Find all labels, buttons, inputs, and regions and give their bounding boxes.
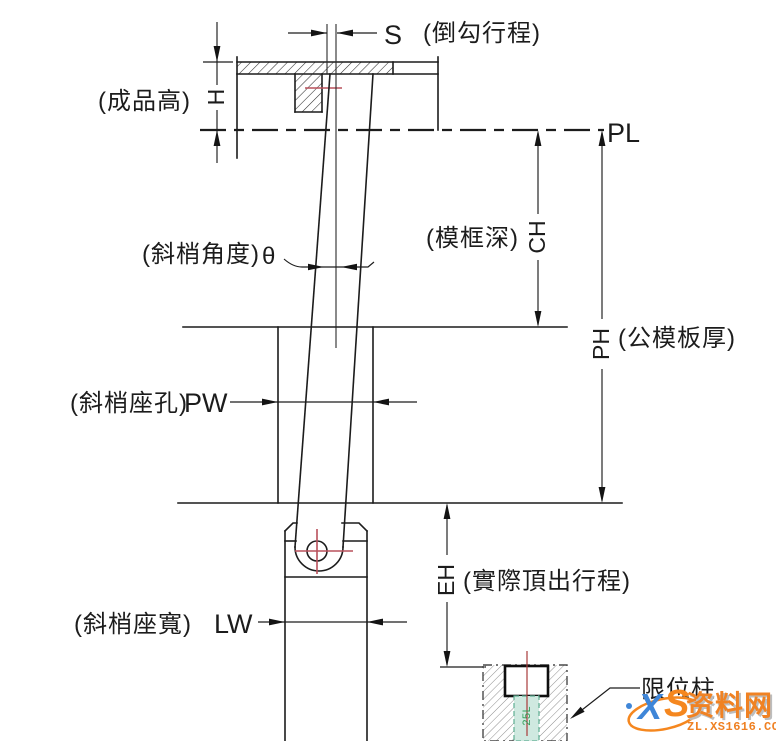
dimension-seat-width: (斜梢座寬) LW bbox=[74, 609, 407, 639]
dimension-product-height: H (成品高) bbox=[98, 22, 233, 163]
eject-stroke-symbol: EH bbox=[433, 564, 459, 596]
eject-stroke-label: (實際頂出行程) bbox=[463, 568, 631, 595]
undercut-stroke-symbol: S bbox=[384, 20, 402, 50]
lifter-seat-block bbox=[283, 522, 369, 741]
core-plate-label: (公模板厚) bbox=[618, 325, 736, 352]
dimension-eject-stroke: EH (實際頂出行程) bbox=[433, 503, 631, 668]
watermark-swoosh bbox=[626, 696, 703, 732]
watermark-logo-x: X bbox=[638, 686, 663, 727]
limit-post-detail: 25L bbox=[482, 651, 568, 741]
lifter-angle-symbol: θ bbox=[262, 243, 276, 270]
bolt-mark: 25L bbox=[522, 706, 534, 726]
product-height-symbol: H bbox=[203, 89, 229, 106]
pivot-pin bbox=[295, 529, 353, 574]
dimension-lifter-angle: (斜梢角度) θ bbox=[142, 241, 375, 271]
seat-width-label: (斜梢座寬) bbox=[74, 611, 192, 638]
seat-hole-label: (斜梢座孔) bbox=[70, 390, 188, 417]
dimension-frame-depth: CH (模框深) bbox=[426, 130, 550, 327]
dimension-undercut-stroke: S (倒勾行程) bbox=[288, 20, 541, 50]
watermark-site-name: 资料网 bbox=[686, 690, 774, 721]
frame-depth-label: (模框深) bbox=[426, 225, 519, 252]
lifter-rod bbox=[294, 73, 374, 572]
parting-line-symbol: PL bbox=[607, 118, 640, 148]
watermark-logo-s: S bbox=[664, 683, 690, 725]
dimension-seat-hole: (斜梢座孔) PW bbox=[70, 388, 417, 418]
product-height-label: (成品高) bbox=[98, 88, 191, 115]
dimension-core-plate-thickness: PH (公模板厚) bbox=[588, 130, 736, 503]
lifter-angle-label: (斜梢角度) bbox=[142, 241, 260, 268]
undercut-stroke-label: (倒勾行程) bbox=[423, 20, 541, 47]
watermark: X S 资料网 ZL.XS1616.COM bbox=[620, 678, 776, 741]
seat-width-symbol: LW bbox=[214, 609, 253, 639]
seat-hole-symbol: PW bbox=[184, 388, 228, 418]
frame-depth-symbol: CH bbox=[524, 220, 550, 253]
core-plate bbox=[177, 326, 623, 504]
core-plate-symbol: PH bbox=[588, 328, 614, 360]
product-plate bbox=[236, 56, 439, 159]
watermark-site-url: ZL.XS1616.COM bbox=[687, 720, 776, 734]
